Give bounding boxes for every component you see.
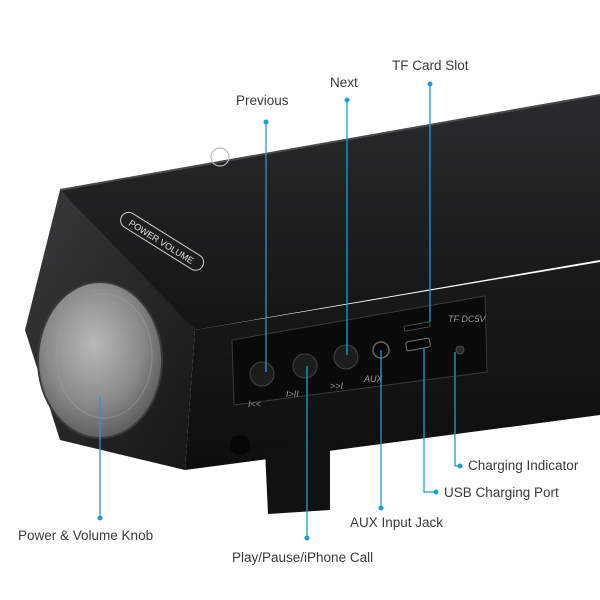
callout-label-charging-indicator: Charging Indicator <box>468 458 579 473</box>
callout-label-play-pause-call: Play/Pause/iPhone Call <box>232 550 374 565</box>
port-label-play-pause: I>II <box>286 389 299 399</box>
callout-label-aux-input-jack: AUX Input Jack <box>350 515 444 530</box>
callout-label-usb-charging-port: USB Charging Port <box>444 485 559 500</box>
soundbar-stand <box>265 442 330 514</box>
callout-dot-charging <box>457 463 463 469</box>
callout-dot-usb <box>433 489 439 495</box>
callout-dot-tf <box>427 81 433 87</box>
port-label-previous: I<< <box>248 399 261 409</box>
soundbar-edge-highlight <box>59 94 600 191</box>
previous-button[interactable] <box>249 361 275 387</box>
tf-card-slot[interactable] <box>403 321 431 332</box>
callout-label-next: Next <box>330 75 358 90</box>
callout-dot-previous <box>263 119 269 125</box>
callout-dot-play <box>304 535 310 541</box>
callout-label-power-volume-knob: Power & Volume Knob <box>18 528 154 543</box>
soundbar-top-surface <box>60 95 600 330</box>
usb-charging-port[interactable] <box>405 337 431 352</box>
play-pause-button[interactable] <box>292 353 318 379</box>
port-label-aux: AUX <box>363 374 384 384</box>
callout-label-tf-card-slot: TF Card Slot <box>392 58 469 73</box>
port-label-tf-dc: TF DC5V <box>448 314 486 324</box>
port-label-next: >>I <box>330 381 344 391</box>
top-logo-icon <box>210 147 230 167</box>
callout-dot-knob <box>97 515 103 521</box>
charging-indicator <box>455 345 465 355</box>
callout-line-usb <box>423 348 436 493</box>
next-button[interactable] <box>333 344 359 370</box>
callout-dot-aux <box>378 505 384 511</box>
knob-inner-ring <box>55 293 153 419</box>
callout-dot-next <box>344 97 350 103</box>
callout-label-previous: Previous <box>236 93 289 108</box>
mic-hole <box>230 435 250 455</box>
